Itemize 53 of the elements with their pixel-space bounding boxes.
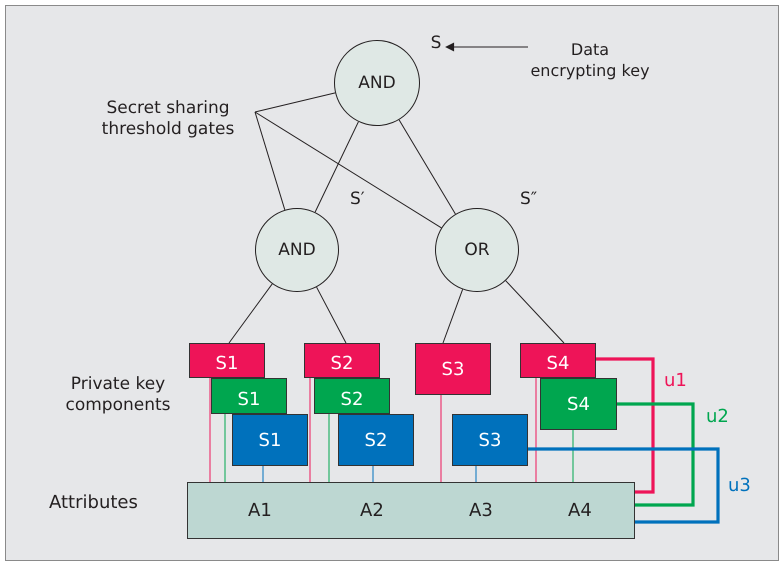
key-label: S2 <box>364 430 388 450</box>
share-label: S′ <box>350 189 365 210</box>
connector-line <box>440 394 442 482</box>
connector-line <box>328 414 330 482</box>
annotation-text: Secret sharing threshold gates <box>88 97 248 141</box>
row-heading: Attributes <box>49 492 138 513</box>
attribute-label: A1 <box>248 500 272 521</box>
gate-label: OR <box>464 240 490 260</box>
key-label: S3 <box>442 358 464 380</box>
attribute-label: A2 <box>360 500 384 521</box>
key-label: S4 <box>567 394 590 414</box>
leader-line <box>254 112 442 228</box>
connector-line <box>528 447 720 524</box>
annotation-text: Data encrypting key <box>528 38 652 82</box>
attribute-label: A3 <box>469 500 493 521</box>
key-component-box <box>304 343 380 378</box>
key-label: S1 <box>238 388 260 410</box>
connector-line <box>398 119 456 214</box>
connector-line <box>442 288 464 344</box>
leader-line <box>254 92 336 112</box>
connector-line <box>617 402 695 507</box>
key-component-box <box>211 378 287 414</box>
connector-line <box>314 121 359 213</box>
connector-line <box>505 280 564 344</box>
gate-label: AND <box>358 72 396 94</box>
key-component-box <box>452 414 528 466</box>
connector-line <box>372 466 374 482</box>
key-label: S1 <box>216 353 238 374</box>
leader-line <box>254 112 286 210</box>
key-component-box <box>338 414 414 466</box>
row-heading: Private key components <box>64 374 172 416</box>
key-label: S2 <box>330 353 354 374</box>
annotation-text: S <box>426 32 446 54</box>
key-component-box <box>520 343 596 378</box>
key-label: S3 <box>478 430 502 450</box>
arrow <box>445 42 528 52</box>
connector-line <box>224 414 226 482</box>
connector-line <box>228 283 273 344</box>
connector-line <box>596 357 655 494</box>
key-component-box <box>314 378 390 414</box>
share-label: S″ <box>520 189 538 210</box>
key-label: S4 <box>546 353 570 374</box>
key-label: S1 <box>258 430 282 450</box>
key-component-box <box>415 343 491 395</box>
connector-line <box>262 466 264 482</box>
key-component-box <box>189 343 265 378</box>
attribute-label: A4 <box>568 500 592 521</box>
gate-label: AND <box>278 240 316 260</box>
key-label: S2 <box>340 388 364 410</box>
connector-line <box>316 286 346 344</box>
connector-line <box>572 430 574 482</box>
key-component-box <box>540 378 617 430</box>
key-component-box <box>232 414 308 466</box>
